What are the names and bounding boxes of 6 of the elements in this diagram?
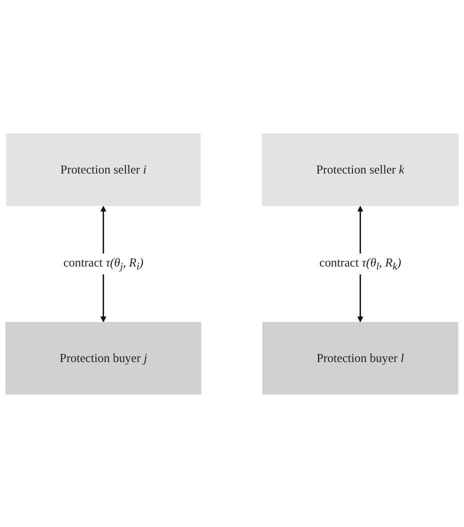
edge-label: contract τ(θ$_{j}$, R$_{i}$) <box>63 254 144 272</box>
node-box: Protection seller k <box>262 132 459 206</box>
edge-label: contract τ(θ$_{l}$, R$_{k}$) <box>319 254 402 272</box>
node-box: Protection seller i <box>6 132 201 206</box>
node-box: Protection buyer l <box>262 321 458 394</box>
node-box: Protection buyer j <box>5 321 202 394</box>
